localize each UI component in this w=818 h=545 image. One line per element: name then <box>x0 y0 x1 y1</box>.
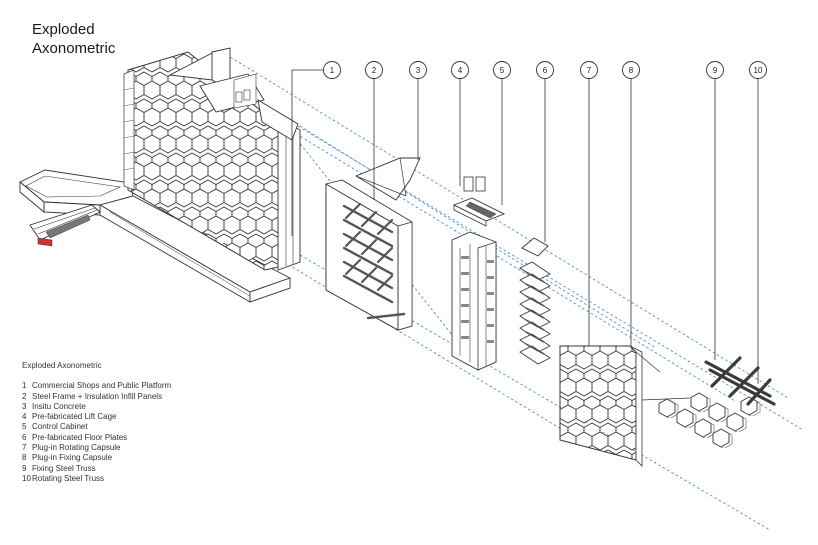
callout-4: 4 <box>451 61 469 79</box>
callout-10: 10 <box>749 61 767 79</box>
callout-leaders <box>291 69 759 384</box>
svg-text:10: 10 <box>754 66 763 75</box>
svg-text:1: 1 <box>330 66 335 75</box>
callout-1: 1 <box>323 61 341 79</box>
title-line-2: Axonometric <box>32 40 116 57</box>
steel-truss-assembly <box>658 356 776 448</box>
callout-8: 8 <box>622 61 640 79</box>
callout-5: 5 <box>493 61 511 79</box>
callout-2: 2 <box>365 61 383 79</box>
callout-9: 9 <box>706 61 724 79</box>
title-line-1: Exploded <box>32 21 95 38</box>
legend-heading: Exploded Axonometric <box>22 361 102 370</box>
steel-frame-infill-panel <box>325 157 421 331</box>
building-commercial-platform <box>19 47 301 303</box>
svg-text:5: 5 <box>500 66 505 75</box>
svg-text:4: 4 <box>458 66 463 75</box>
svg-text:3: 3 <box>416 66 421 75</box>
svg-text:9: 9 <box>713 66 718 75</box>
guide-line-5 <box>282 244 771 531</box>
diagram-title: Exploded Axonometric <box>32 20 115 58</box>
callouts: 1 2 3 4 5 6 7 8 9 10 <box>323 61 767 79</box>
projection-guide-lines <box>207 51 804 531</box>
guide-line-3 <box>261 112 736 402</box>
rotating-steel-truss <box>710 356 772 406</box>
svg-text:6: 6 <box>543 66 548 75</box>
svg-text:7: 7 <box>587 66 592 75</box>
svg-text:2: 2 <box>372 66 377 75</box>
guide-line-2 <box>207 71 804 431</box>
lift-cage-and-control-cabinet <box>451 176 506 371</box>
plug-in-capsule-stack <box>559 345 691 467</box>
guide-line-6 <box>283 261 564 431</box>
guide-line-1 <box>221 51 789 399</box>
legend-item-10: 10Rotating Steel Truss <box>22 473 105 483</box>
svg-text:8: 8 <box>629 66 634 75</box>
prefabricated-floor-plates <box>519 237 551 365</box>
callout-6: 6 <box>536 61 554 79</box>
callout-7: 7 <box>580 61 598 79</box>
callout-3: 3 <box>409 61 427 79</box>
